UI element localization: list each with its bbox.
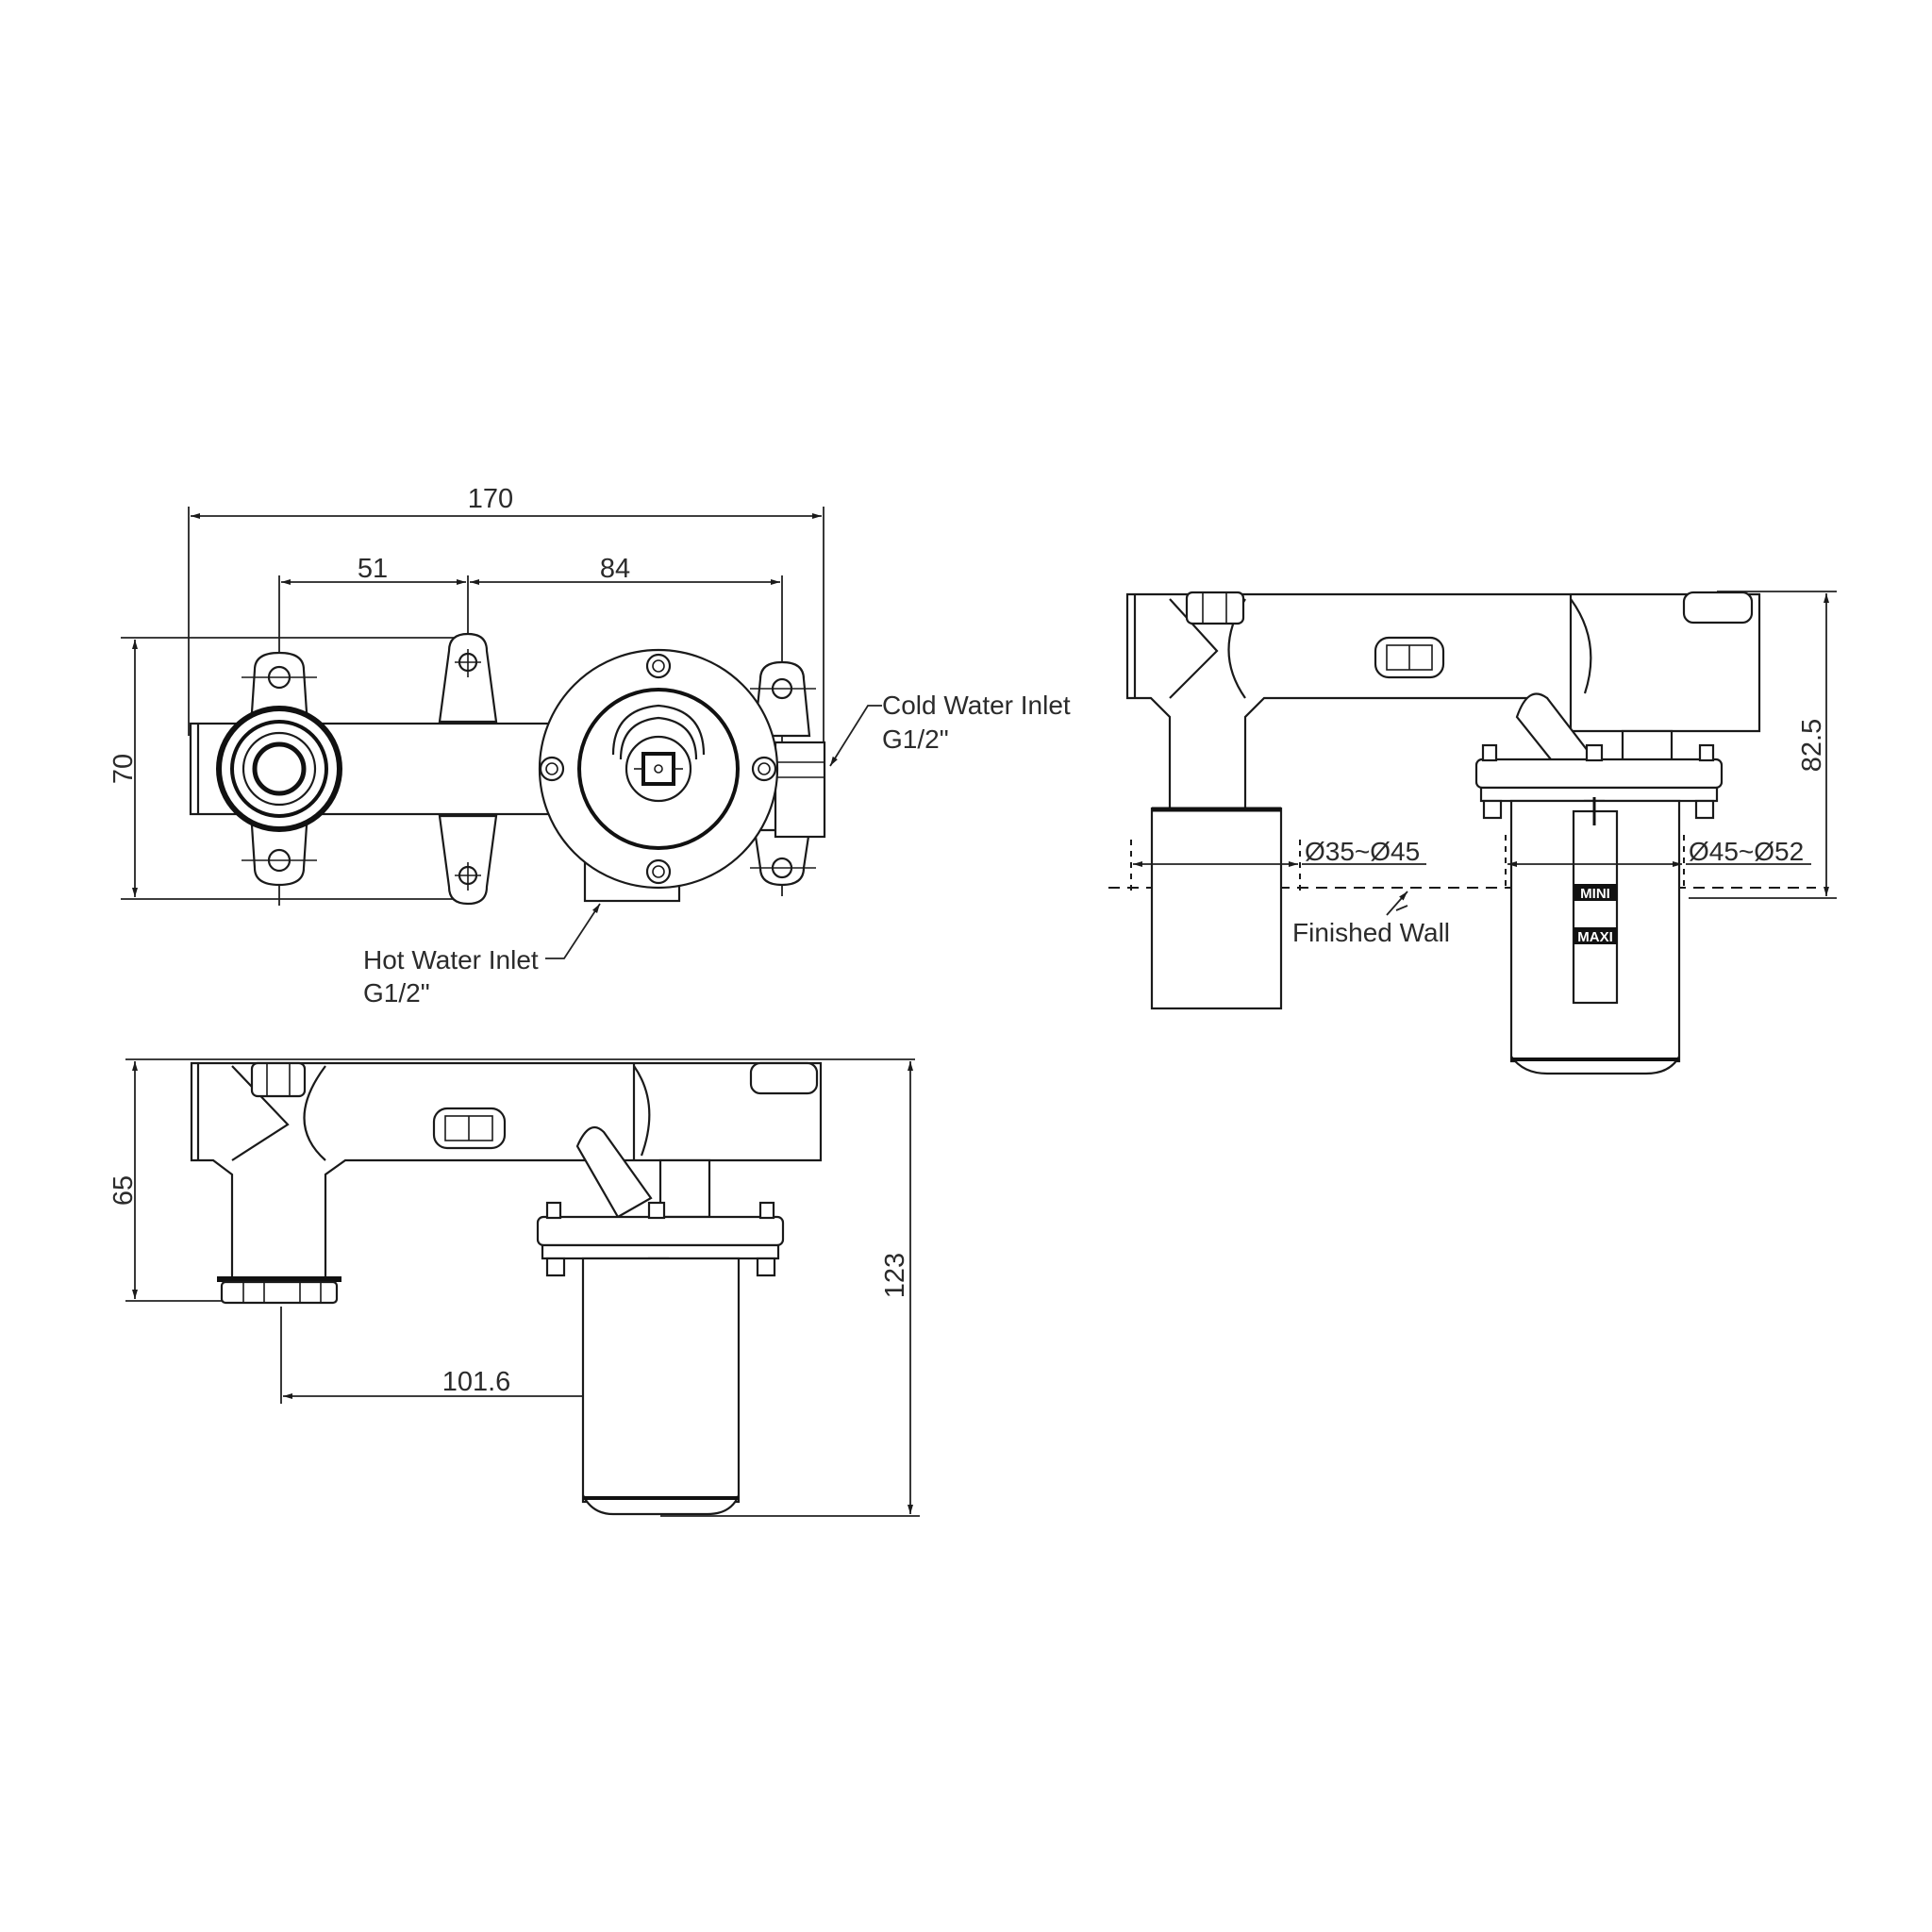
handle-diameter-label: Ø45~Ø52 bbox=[1689, 837, 1804, 866]
dimension-label-51: 51 bbox=[358, 554, 388, 584]
hot-port-fitting bbox=[216, 651, 342, 887]
dimension-label-65: 65 bbox=[108, 1175, 139, 1206]
front-view: 170 51 84 70 bbox=[108, 484, 1071, 1008]
cold-inlet-thread: G1/2" bbox=[882, 724, 949, 754]
valve-cartridge-housing bbox=[538, 648, 779, 890]
side-view-bottom: 65 123 101.6 bbox=[108, 1058, 920, 1517]
dimension-label-82-5: 82.5 bbox=[1797, 719, 1827, 772]
dimension-170: 170 bbox=[188, 484, 824, 745]
dimension-label-70: 70 bbox=[108, 754, 139, 784]
spout-sleeve bbox=[1150, 807, 1283, 1010]
dimension-label-123: 123 bbox=[880, 1253, 910, 1298]
spout-diameter-label: Ø35~Ø45 bbox=[1305, 837, 1420, 866]
mounting-lugs-middle bbox=[438, 632, 498, 906]
dimension-label-84: 84 bbox=[600, 554, 630, 584]
dimension-70: 70 bbox=[108, 637, 468, 900]
hot-inlet-thread: G1/2" bbox=[363, 978, 430, 1008]
cold-inlet-label: Cold Water Inlet bbox=[882, 691, 1071, 720]
hot-inlet-label: Hot Water Inlet bbox=[363, 945, 539, 974]
dimension-label-101-6: 101.6 bbox=[442, 1367, 511, 1397]
finished-wall-label: Finished Wall bbox=[1292, 918, 1450, 947]
hot-water-inlet-callout: Hot Water Inlet G1/2" bbox=[363, 903, 601, 1008]
side-view-right: 82.5 Finished Wall Ø35~Ø45 bbox=[1108, 591, 1837, 1075]
depth-gauge bbox=[1572, 809, 1619, 1005]
min-mark: MINI bbox=[1580, 886, 1610, 902]
cold-inlet-port bbox=[774, 741, 826, 839]
mounting-lugs-right bbox=[750, 660, 826, 887]
max-mark: MAXI bbox=[1577, 929, 1613, 945]
dimension-label-170: 170 bbox=[468, 484, 513, 514]
cold-water-inlet-callout: Cold Water Inlet G1/2" bbox=[829, 691, 1071, 767]
